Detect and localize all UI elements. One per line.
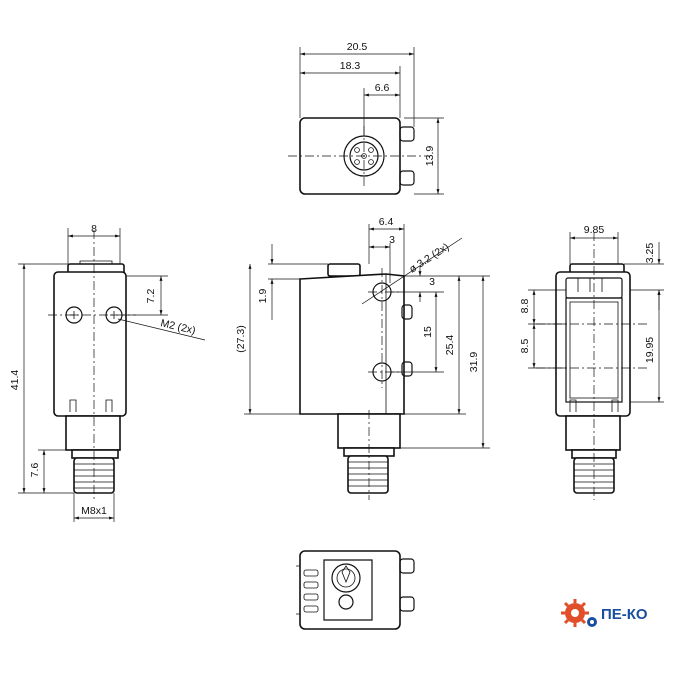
- company-logo: ПЕ-КО: [561, 599, 648, 627]
- label-side-hole: ø 3.2 (2x): [407, 241, 451, 276]
- dim-side-lens-top: 3: [429, 276, 435, 288]
- dim-rear-upper-window: 8.8: [519, 299, 531, 314]
- front-body: [53, 271, 127, 417]
- dim-front-screw-spacing: 7.2: [145, 289, 157, 304]
- bottom-adjust-screw: [338, 594, 354, 610]
- dim-front-height-total: 41.4: [9, 370, 21, 391]
- dim-front-thread-length: 7.6: [29, 463, 41, 478]
- dim-side-top-offset: 1.9: [257, 289, 269, 304]
- bottom-led-1: [399, 558, 415, 574]
- side-view: 6.4 3 ø 3.2 (2x) 1.9 (27.3) 3 15 25.4 31…: [235, 216, 490, 500]
- side-thread: [347, 455, 389, 494]
- side-top-cap: [327, 263, 361, 277]
- top-led-2: [399, 170, 415, 186]
- top-view: 20.5 18.3 6.6 13.9: [288, 41, 444, 195]
- side-led-1: [401, 304, 413, 320]
- dim-side-body-height-ref: (27.3): [235, 325, 247, 352]
- bottom-led-2: [399, 596, 415, 612]
- bottom-lens: [331, 563, 361, 593]
- label-front-screw: M2 (2x): [159, 317, 196, 337]
- dim-rear-window-height: 19.95: [644, 337, 656, 363]
- dim-side-height-to-connector: 31.9: [468, 352, 480, 373]
- rear-neck: [565, 415, 621, 451]
- dim-side-hole-spacing: 15: [422, 326, 434, 338]
- front-neck: [65, 415, 121, 451]
- dim-front-width-top: 8: [91, 223, 97, 235]
- bottom-view-body: [299, 550, 401, 630]
- side-body: [299, 273, 405, 415]
- dim-top-width-body: 18.3: [340, 60, 361, 72]
- rear-view: 9.85 3.25 19.95 8.8 8.5: [519, 224, 664, 500]
- label-front-thread: M8x1: [81, 505, 107, 517]
- dim-side-body-height: 25.4: [444, 335, 456, 356]
- dim-rear-width: 9.85: [584, 224, 605, 236]
- bottom-view: [296, 550, 415, 630]
- front-view: 8 7.2 M2 (2x) 41.4 7.6 M8x1: [9, 223, 206, 522]
- rear-body: [555, 271, 631, 417]
- dim-rear-lower-window: 8.5: [519, 339, 531, 354]
- dim-top-offset-connector: 6.6: [375, 82, 390, 94]
- dim-side-lens-offset: 6.4: [379, 216, 394, 228]
- dim-top-width-overall: 20.5: [347, 41, 368, 53]
- logo-text: ПЕ-КО: [601, 606, 648, 623]
- dim-side-lens-inner: 3: [389, 234, 395, 246]
- top-led-1: [399, 126, 415, 142]
- side-led-2: [401, 361, 413, 377]
- dim-top-height: 13.9: [424, 146, 436, 167]
- front-nut: [71, 449, 119, 459]
- gear-icon: [561, 599, 597, 627]
- dim-rear-top-offset: 3.25: [644, 243, 656, 264]
